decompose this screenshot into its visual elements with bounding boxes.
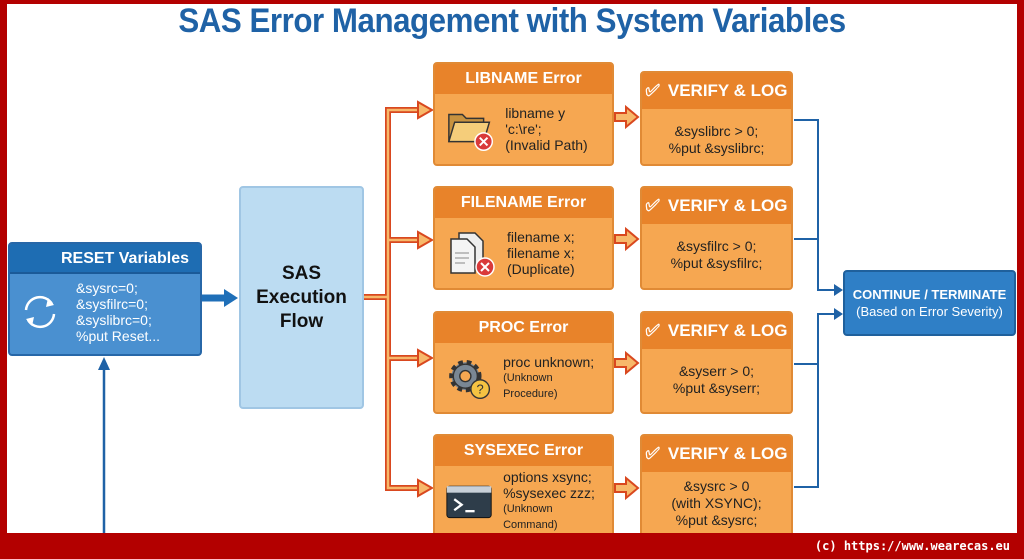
error-title: SYSEXEC Error <box>435 436 612 466</box>
reset-title: RESET Variables <box>10 244 200 274</box>
sas-line: Flow <box>279 310 324 332</box>
verify-line: &sysrc > 0 <box>683 478 750 494</box>
error-to-verify-arrows <box>614 104 640 501</box>
footer-copyright: (c) https://www.wearecas.eu <box>0 533 1024 559</box>
folder-error-icon <box>447 113 494 151</box>
verify-line: (with XSYNC); <box>671 495 762 511</box>
check-circle-icon: ✅︎ <box>645 196 660 215</box>
error-title: FILENAME Error <box>435 188 612 218</box>
error-line: options xsync; <box>503 469 592 485</box>
check-circle-icon: ✅︎ <box>645 444 660 463</box>
reset-line: %put Reset... <box>76 328 161 344</box>
error-title: PROC Error <box>435 313 612 343</box>
verify-log-box-filename: ✅︎ VERIFY & LOG &sysfilrc > 0;%put &sysfi… <box>640 186 793 290</box>
verify-line: %put &syslibrc; <box>668 140 765 156</box>
sas-line: SAS <box>281 262 322 284</box>
verify-line: %put &syserr; <box>672 380 761 396</box>
gear-question-icon: ? <box>449 359 491 400</box>
error-line: %sysexec zzz; <box>503 485 595 501</box>
check-circle-icon: ✅︎ <box>645 81 660 100</box>
arrow-head <box>224 289 238 307</box>
error-line: (Unknown Procedure) <box>503 372 558 400</box>
check-circle-icon: ✅︎ <box>645 321 660 340</box>
error-line: (Unknown Command) <box>503 503 558 531</box>
verify-line: &syslibrc > 0; <box>674 123 759 139</box>
proc-error-box: PROC Error ? proc unknown; (Unknown Proce… <box>433 311 614 414</box>
verify-title: VERIFY & LOG <box>667 196 788 215</box>
verify-line: %put &sysfilrc; <box>670 255 763 271</box>
reset-line: &syslibrc=0; <box>76 312 152 328</box>
verify-line: &sysfilrc > 0; <box>676 238 757 254</box>
reset-variables-box: RESET Variables &sysrc=0; &sysfilrc=0; &… <box>8 242 202 356</box>
verify-title: VERIFY & LOG <box>667 321 788 340</box>
verify-title: VERIFY & LOG <box>667 444 788 463</box>
verify-log-box-proc: ✅︎ VERIFY & LOG &syserr > 0;%put &syserr; <box>640 311 793 414</box>
refresh-icon <box>24 295 56 329</box>
outcome-title: CONTINUE / TERMINATE <box>852 287 1007 302</box>
error-line: (Invalid Path) <box>505 137 588 153</box>
error-title: LIBNAME Error <box>435 64 612 94</box>
continue-terminate-box: CONTINUE / TERMINATE (Based on Error Sev… <box>843 270 1016 336</box>
terminal-icon <box>446 485 492 519</box>
verify-to-outcome-lines <box>794 119 836 488</box>
reset-line: &sysfilrc=0; <box>76 296 148 312</box>
error-line: filename x; <box>507 245 575 261</box>
svg-text:?: ? <box>477 382 484 397</box>
error-line: (Duplicate) <box>507 261 575 277</box>
verify-title: VERIFY & LOG <box>667 81 788 100</box>
verify-log-box-libname: ✅︎ VERIFY & LOG &syslibrc > 0;%put &sysli… <box>640 71 793 166</box>
outcome-subtitle: (Based on Error Severity) <box>856 304 1003 319</box>
filename-error-box: FILENAME Error filename x;filename x;(Du… <box>433 186 614 290</box>
reset-line: &sysrc=0; <box>76 280 138 296</box>
verify-line: &syserr > 0; <box>678 363 755 379</box>
sysexec-error-box: SYSEXEC Error options xsync;%sysexec zzz… <box>433 434 614 544</box>
verify-log-box-sysexec: ✅︎ VERIFY & LOG &sysrc > 0(with XSYNC);%p… <box>640 434 793 544</box>
error-line: proc unknown; <box>503 354 595 370</box>
error-line: filename x; <box>507 229 575 245</box>
sas-line: Execution <box>256 286 347 308</box>
verify-line: %put &sysrc; <box>675 512 758 528</box>
error-line: libname y 'c:\re'; <box>505 105 566 137</box>
orange-branch <box>364 107 420 491</box>
duplicate-file-error-icon <box>450 232 495 277</box>
libname-error-box: LIBNAME Error libname y 'c:\re';(Invalid… <box>433 62 614 166</box>
page-title: SAS Error Management with System Variabl… <box>178 2 846 40</box>
orange-arrowheads <box>417 100 435 498</box>
